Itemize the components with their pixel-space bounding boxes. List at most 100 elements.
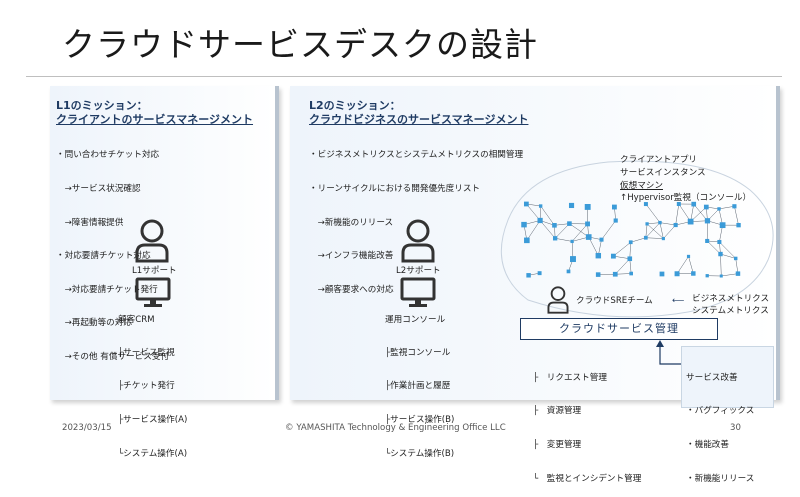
network-node xyxy=(553,236,557,240)
network-link xyxy=(615,274,631,275)
network-link xyxy=(719,206,734,209)
network-link xyxy=(613,242,630,256)
list-item: └システム操作(B) xyxy=(385,449,454,460)
network-node xyxy=(524,202,529,207)
footer-copyright: © YAMASHITA Technology & Engineering Off… xyxy=(285,423,506,433)
slide-title: クラウドサービスデスクの設計 xyxy=(62,18,538,66)
cloud-label-vm: 仮想マシン xyxy=(620,179,663,191)
list-item: ・新機能リリース xyxy=(686,474,754,485)
network-node xyxy=(662,237,665,240)
improvement-title: サービス改善 xyxy=(686,373,754,384)
network-link xyxy=(721,274,738,276)
network-node xyxy=(660,272,665,277)
l2-subheading: クラウドビジネスのサービスマネージメント xyxy=(309,113,528,126)
network-node xyxy=(705,239,709,243)
l1-support-label: L1サポート xyxy=(132,264,177,276)
network-node xyxy=(614,218,618,222)
network-node xyxy=(674,223,678,227)
list-item: ・問い合わせチケット対応 xyxy=(56,150,169,161)
network-link xyxy=(689,256,694,273)
network-link xyxy=(647,223,660,224)
l2-monitor-icon xyxy=(400,277,436,309)
l2-support-label: L2サポート xyxy=(396,264,441,276)
network-node xyxy=(720,222,726,228)
network-node xyxy=(612,205,617,210)
list-item: ├サービス監視 xyxy=(118,348,187,359)
l1-subheading: クライアントのサービスマネージメント xyxy=(56,113,253,126)
network-node xyxy=(645,222,648,225)
list-item: └システム操作(A) xyxy=(118,449,187,460)
network-node xyxy=(629,240,633,244)
network-link xyxy=(646,204,660,223)
network-node xyxy=(526,273,530,277)
cloud-label-client-app: クライアントアプリ xyxy=(620,153,697,165)
network-node xyxy=(736,223,740,227)
network-link xyxy=(676,204,679,225)
cloud-service-management-box: クラウドサービス管理 xyxy=(520,318,718,340)
network-node xyxy=(644,202,648,206)
network-node xyxy=(704,205,709,210)
list-item: →サービス状況確認 xyxy=(56,184,169,195)
list-item: └ 監視とインシデント管理 xyxy=(533,474,641,485)
cloud-network-diagram xyxy=(520,200,752,282)
list-item: ・バグフィックス xyxy=(686,406,754,417)
network-node xyxy=(596,272,601,277)
list-item: ├チケット発行 xyxy=(118,381,187,392)
network-node xyxy=(537,218,542,223)
network-node xyxy=(567,221,572,226)
footer-page-number: 30 xyxy=(730,423,741,433)
network-node xyxy=(718,252,722,256)
network-link xyxy=(734,206,738,225)
network-node xyxy=(629,272,633,276)
network-link xyxy=(572,224,587,242)
network-node xyxy=(569,203,574,208)
network-node xyxy=(613,272,618,277)
network-node xyxy=(586,234,592,240)
l1-monitor-icon xyxy=(135,277,171,309)
network-node xyxy=(677,202,681,206)
network-node xyxy=(658,221,661,224)
title-divider xyxy=(26,76,782,77)
system-metrics-label: システムメトリクス xyxy=(692,304,769,316)
network-node xyxy=(570,256,576,262)
management-list: ├ リクエスト管理 ├ 資源管理 ├ 変更管理 └ 監視とインシデント管理 xyxy=(533,350,641,497)
network-link xyxy=(720,254,721,276)
network-node xyxy=(521,222,526,227)
network-node xyxy=(538,271,542,275)
network-link xyxy=(613,256,629,259)
network-node xyxy=(596,253,601,258)
network-link xyxy=(555,238,572,241)
feedback-arrow-icon xyxy=(650,338,684,368)
network-node xyxy=(687,255,690,258)
list-item: ├ リクエスト管理 xyxy=(533,373,641,384)
network-link xyxy=(677,256,688,273)
l2-heading: L2のミッション： xyxy=(309,99,401,112)
list-item: ├作業計画と履歴 xyxy=(385,381,454,392)
network-node xyxy=(611,254,616,259)
list-item: ├監視コンソール xyxy=(385,348,454,359)
network-node xyxy=(539,204,542,207)
network-node xyxy=(644,236,648,240)
network-node xyxy=(691,202,696,207)
footer-date: 2023/03/15 xyxy=(62,423,112,433)
network-node xyxy=(734,257,737,260)
l2-person-icon xyxy=(400,219,436,263)
network-link xyxy=(646,224,647,238)
network-link xyxy=(630,242,631,259)
network-node xyxy=(567,270,571,274)
network-node xyxy=(736,271,740,275)
network-node xyxy=(627,256,632,261)
cloud-label-service-instance: サービスインスタンス xyxy=(620,166,706,178)
network-node xyxy=(524,238,530,244)
list-item: ├サービス操作(A) xyxy=(118,415,187,426)
sre-team-label: クラウドSREチーム xyxy=(576,294,653,306)
network-link xyxy=(646,238,664,239)
network-node xyxy=(688,219,694,225)
network-link xyxy=(736,258,738,273)
list-item: ├ 資源管理 xyxy=(533,406,641,417)
network-node xyxy=(732,204,736,208)
network-node xyxy=(599,238,603,242)
network-node xyxy=(706,274,709,277)
network-node xyxy=(585,222,590,227)
network-link xyxy=(631,238,646,242)
